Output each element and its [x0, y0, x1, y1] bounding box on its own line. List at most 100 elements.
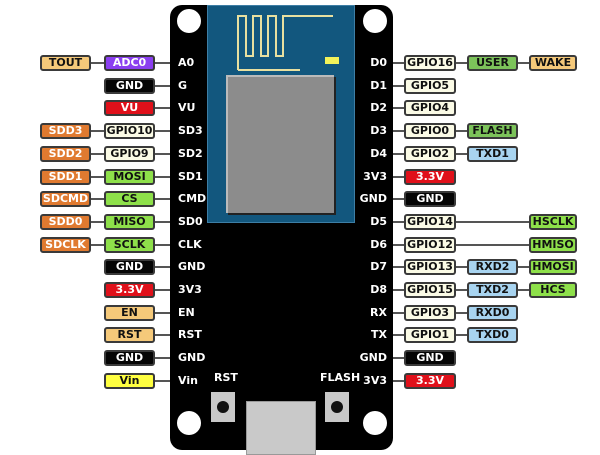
pin-label: TX [371, 328, 387, 342]
pin-function-label: RXD0 [467, 304, 518, 321]
pin-function-label: ADC0 [104, 55, 155, 71]
pin-label: GND [178, 260, 206, 274]
pin-function-label: GPIO9 [104, 145, 155, 162]
pin-label: D7 [370, 260, 387, 274]
connector-line [393, 107, 404, 110]
pin-function-label: GPIO2 [404, 145, 456, 162]
pin-label: EN [178, 305, 195, 319]
pin-function-label: SDCMD [40, 191, 91, 208]
pin-label: CMD [178, 192, 207, 206]
pin-label: D1 [370, 78, 387, 92]
pin-label: 3V3 [363, 169, 387, 183]
pin-function-label: GPIO15 [404, 282, 456, 298]
pin-label: D2 [370, 101, 387, 115]
pin-function-label: 3.3V [404, 168, 456, 185]
pin-function-label: TXD1 [467, 145, 518, 162]
connector-line [393, 379, 404, 382]
esp-chip-shield [226, 75, 334, 213]
mounting-hole [177, 9, 201, 33]
pin-function-label: SDD2 [40, 145, 91, 162]
pin-label: 3V3 [178, 283, 202, 296]
pin-label: D4 [370, 146, 387, 160]
connector-line [393, 357, 404, 360]
pin-label: Vin [178, 373, 198, 387]
pin-label: RST [178, 328, 202, 342]
connector-line [393, 62, 529, 64]
pin-label: SD2 [178, 146, 203, 160]
pin-function-label: GND [104, 350, 155, 367]
pin-label: SD1 [178, 169, 203, 183]
pin-function-label: GND [404, 350, 456, 367]
pin-function-label: GPIO16 [404, 55, 456, 71]
rst-button-label: RST [214, 371, 238, 384]
pin-label: SD3 [178, 124, 203, 138]
pin-function-label: HSCLK [529, 213, 577, 230]
pin-function-label: TOUT [40, 55, 91, 71]
pin-function-label: HCS [529, 282, 577, 298]
pin-label: GND [178, 351, 206, 365]
pin-label: RX [370, 305, 387, 319]
pin-function-label: FLASH [467, 123, 518, 140]
pin-function-label: SCLK [104, 236, 155, 253]
pin-label: D0 [370, 56, 387, 69]
pin-function-label: TXD0 [467, 327, 518, 344]
pin-function-label: TXD2 [467, 282, 518, 298]
pin-function-label: GPIO4 [404, 100, 456, 117]
pin-label: CLK [178, 237, 202, 251]
pin-label: A0 [178, 56, 195, 69]
pin-function-label: GPIO14 [404, 213, 456, 230]
pin-function-label: EN [104, 304, 155, 321]
pin-function-label: GPIO0 [404, 123, 456, 140]
mounting-hole [363, 411, 387, 435]
pin-label: D8 [370, 283, 387, 296]
mounting-hole [363, 9, 387, 33]
antenna-trace-icon [237, 15, 333, 71]
connector-line [393, 266, 529, 269]
pin-function-label: VU [104, 100, 155, 117]
rst-button[interactable] [211, 392, 235, 422]
connector-line [393, 198, 404, 201]
pin-function-label: 3.3V [404, 372, 456, 389]
flash-button-label: FLASH [320, 371, 361, 384]
pin-label: SD0 [178, 214, 203, 228]
pin-function-label: GPIO13 [404, 259, 456, 276]
mounting-hole [177, 411, 201, 435]
pin-function-label: GPIO3 [404, 304, 456, 321]
pin-function-label: HMISO [529, 236, 577, 253]
pin-function-label: GPIO5 [404, 77, 456, 94]
pin-function-label: GPIO10 [104, 123, 155, 140]
pin-function-label: SDD0 [40, 213, 91, 230]
pin-function-label: GND [104, 259, 155, 276]
pin-function-label: SDD1 [40, 168, 91, 185]
pin-function-label: HMOSI [529, 259, 577, 276]
pin-function-label: SDCLK [40, 236, 91, 253]
pin-label: G [178, 78, 188, 92]
pin-function-label: GPIO1 [404, 327, 456, 344]
pin-label: 3V3 [363, 373, 387, 387]
pin-function-label: MOSI [104, 168, 155, 185]
pin-label: GND [359, 351, 387, 365]
connector-line [393, 220, 529, 223]
usb-port [246, 401, 316, 455]
pin-label: D5 [370, 214, 387, 228]
pin-function-label: CS [104, 191, 155, 208]
status-led [325, 57, 339, 64]
pin-function-label: RST [104, 327, 155, 344]
connector-line [393, 175, 404, 178]
connector-line [393, 289, 529, 291]
pin-function-label: RXD2 [467, 259, 518, 276]
pin-function-label: Vin [104, 372, 155, 389]
pin-function-label: WAKE [529, 55, 577, 71]
connector-line [393, 84, 404, 87]
flash-button[interactable] [325, 392, 349, 422]
pin-function-label: GND [404, 191, 456, 208]
pin-label: D3 [370, 124, 387, 138]
pin-function-label: GND [104, 77, 155, 94]
pin-label: D6 [370, 237, 387, 251]
pin-function-label: MISO [104, 213, 155, 230]
pin-label: GND [359, 192, 387, 206]
pin-function-label: SDD3 [40, 123, 91, 140]
connector-line [393, 243, 529, 246]
pin-function-label: 3.3V [104, 282, 155, 298]
